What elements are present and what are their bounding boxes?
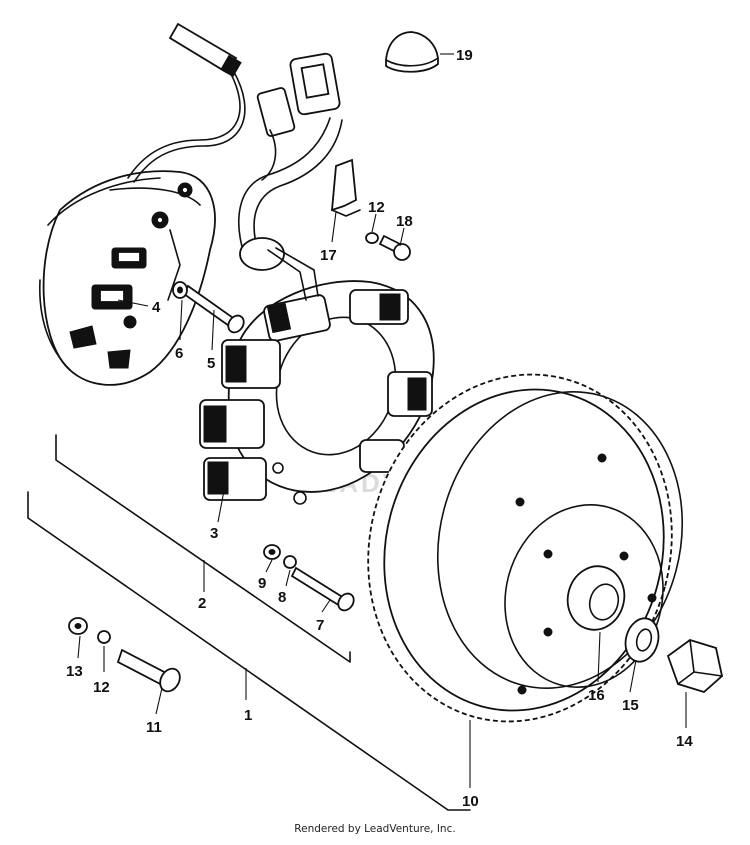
callout-12-upper: 12 [368, 199, 385, 216]
callout-17: 17 [320, 247, 337, 264]
callout-15: 15 [622, 697, 639, 714]
lock-washer [365, 232, 379, 244]
callout-10: 10 [462, 793, 479, 810]
assembly-bracket-2 [55, 434, 351, 663]
stator-assembly [199, 280, 435, 505]
callout-8: 8 [278, 589, 286, 606]
stator-coil [263, 294, 331, 342]
wire-clamp [330, 158, 361, 217]
washer [172, 281, 188, 299]
rubber-cap [385, 31, 439, 73]
callout-18: 18 [396, 213, 413, 230]
lock-washer [283, 555, 297, 569]
stator-wire-harness [238, 52, 343, 301]
leader-lines [77, 53, 687, 788]
stator-screw [182, 284, 245, 334]
callout-5: 5 [207, 355, 215, 372]
pulser-base-plate [38, 170, 216, 386]
stator-coil [203, 457, 267, 501]
nut [666, 639, 723, 694]
callout-13: 13 [66, 663, 83, 680]
callout-3: 3 [210, 525, 218, 542]
washer [263, 544, 281, 560]
callout-9: 9 [258, 575, 266, 592]
callout-16: 16 [588, 687, 605, 704]
stator-coil [221, 339, 281, 389]
bolt [290, 566, 355, 612]
callout-14: 14 [676, 733, 693, 750]
stator-coil [199, 399, 265, 449]
callout-2: 2 [198, 595, 206, 612]
callout-4: 4 [152, 299, 161, 316]
assembly-bracket-1 [27, 491, 471, 811]
render-credit: Rendered by LeadVenture, Inc. [294, 823, 456, 835]
callout-11: 11 [146, 719, 162, 736]
callout-1: 1 [244, 707, 252, 724]
callout-6: 6 [175, 345, 183, 362]
washer [68, 617, 88, 635]
lock-washer [97, 630, 111, 644]
rotor-hub [566, 565, 626, 631]
pulser-wire [127, 22, 246, 183]
screw [378, 234, 411, 261]
washer [624, 617, 660, 663]
callout-7: 7 [316, 617, 324, 634]
callout-12-lower: 12 [93, 679, 110, 696]
stator-coil [349, 289, 409, 325]
bolt [116, 648, 181, 693]
callout-19: 19 [456, 47, 473, 64]
stator-coil [387, 371, 433, 417]
